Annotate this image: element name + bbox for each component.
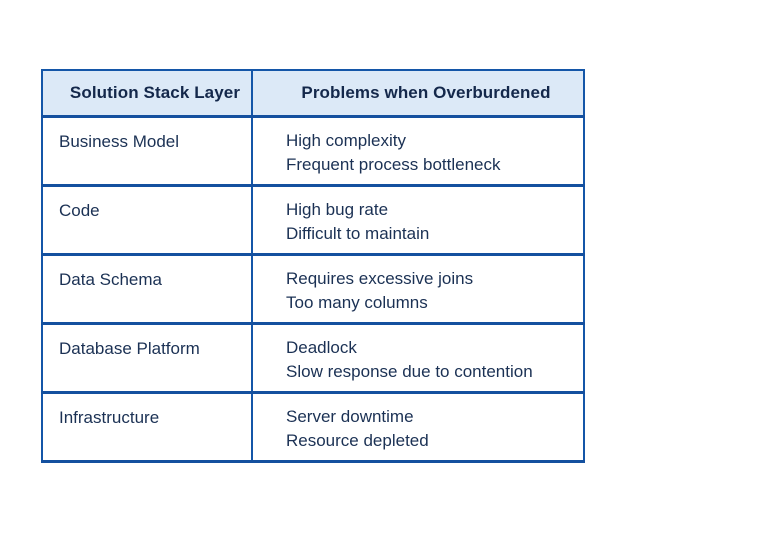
cell-problems: High complexity Frequent process bottlen…: [251, 115, 585, 187]
table-row: Business Model High complexity Frequent …: [41, 115, 585, 187]
cell-layer: Infrastructure: [41, 391, 253, 463]
table-row: Data Schema Requires excessive joins Too…: [41, 253, 585, 325]
problem-list: Server downtime Resource depleted: [253, 394, 583, 453]
layer-label: Data Schema: [59, 270, 162, 289]
solution-stack-problems-table: Solution Stack Layer Problems when Overb…: [41, 69, 585, 463]
problem-item: High bug rate: [286, 200, 389, 219]
problem-list: Requires excessive joins Too many column…: [253, 256, 583, 315]
problem-item: Too many columns: [286, 293, 428, 312]
cell-layer: Database Platform: [41, 322, 253, 394]
problem-item: Slow response due to contention: [286, 362, 533, 381]
cell-layer: Code: [41, 184, 253, 256]
problem-item: High complexity: [286, 131, 406, 150]
cell-layer: Data Schema: [41, 253, 253, 325]
table-row: Code High bug rate Difficult to maintain: [41, 184, 585, 256]
problem-item: Requires excessive joins: [286, 269, 474, 288]
problem-item: Server downtime: [286, 407, 414, 426]
table-body: Business Model High complexity Frequent …: [41, 115, 585, 463]
column-header-problems-when-overburdened: Problems when Overburdened: [251, 69, 585, 118]
cell-layer: Business Model: [41, 115, 253, 187]
problem-item: Deadlock: [286, 338, 357, 357]
problem-item: Frequent process bottleneck: [286, 155, 501, 174]
layer-label: Database Platform: [59, 339, 200, 358]
problem-item: Difficult to maintain: [286, 224, 430, 243]
column-header-solution-stack-layer-label: Solution Stack Layer: [69, 83, 241, 102]
cell-problems: Requires excessive joins Too many column…: [251, 253, 585, 325]
problem-list: High complexity Frequent process bottlen…: [253, 118, 583, 177]
layer-label: Business Model: [59, 132, 180, 151]
table-row: Infrastructure Server downtime Resource …: [41, 391, 585, 463]
cell-problems: Server downtime Resource depleted: [251, 391, 585, 463]
problem-list: Deadlock Slow response due to contention: [253, 325, 583, 384]
cell-problems: Deadlock Slow response due to contention: [251, 322, 585, 394]
table-header-row: Solution Stack Layer Problems when Overb…: [41, 69, 585, 118]
column-header-solution-stack-layer: Solution Stack Layer: [41, 69, 253, 118]
problem-list: High bug rate Difficult to maintain: [253, 187, 583, 246]
table-row: Database Platform Deadlock Slow response…: [41, 322, 585, 394]
problem-item: Resource depleted: [286, 431, 429, 450]
column-header-problems-when-overburdened-label: Problems when Overburdened: [301, 83, 551, 102]
cell-problems: High bug rate Difficult to maintain: [251, 184, 585, 256]
layer-label: Code: [59, 201, 100, 220]
table-header: Solution Stack Layer Problems when Overb…: [41, 69, 585, 118]
layer-label: Infrastructure: [59, 408, 160, 427]
